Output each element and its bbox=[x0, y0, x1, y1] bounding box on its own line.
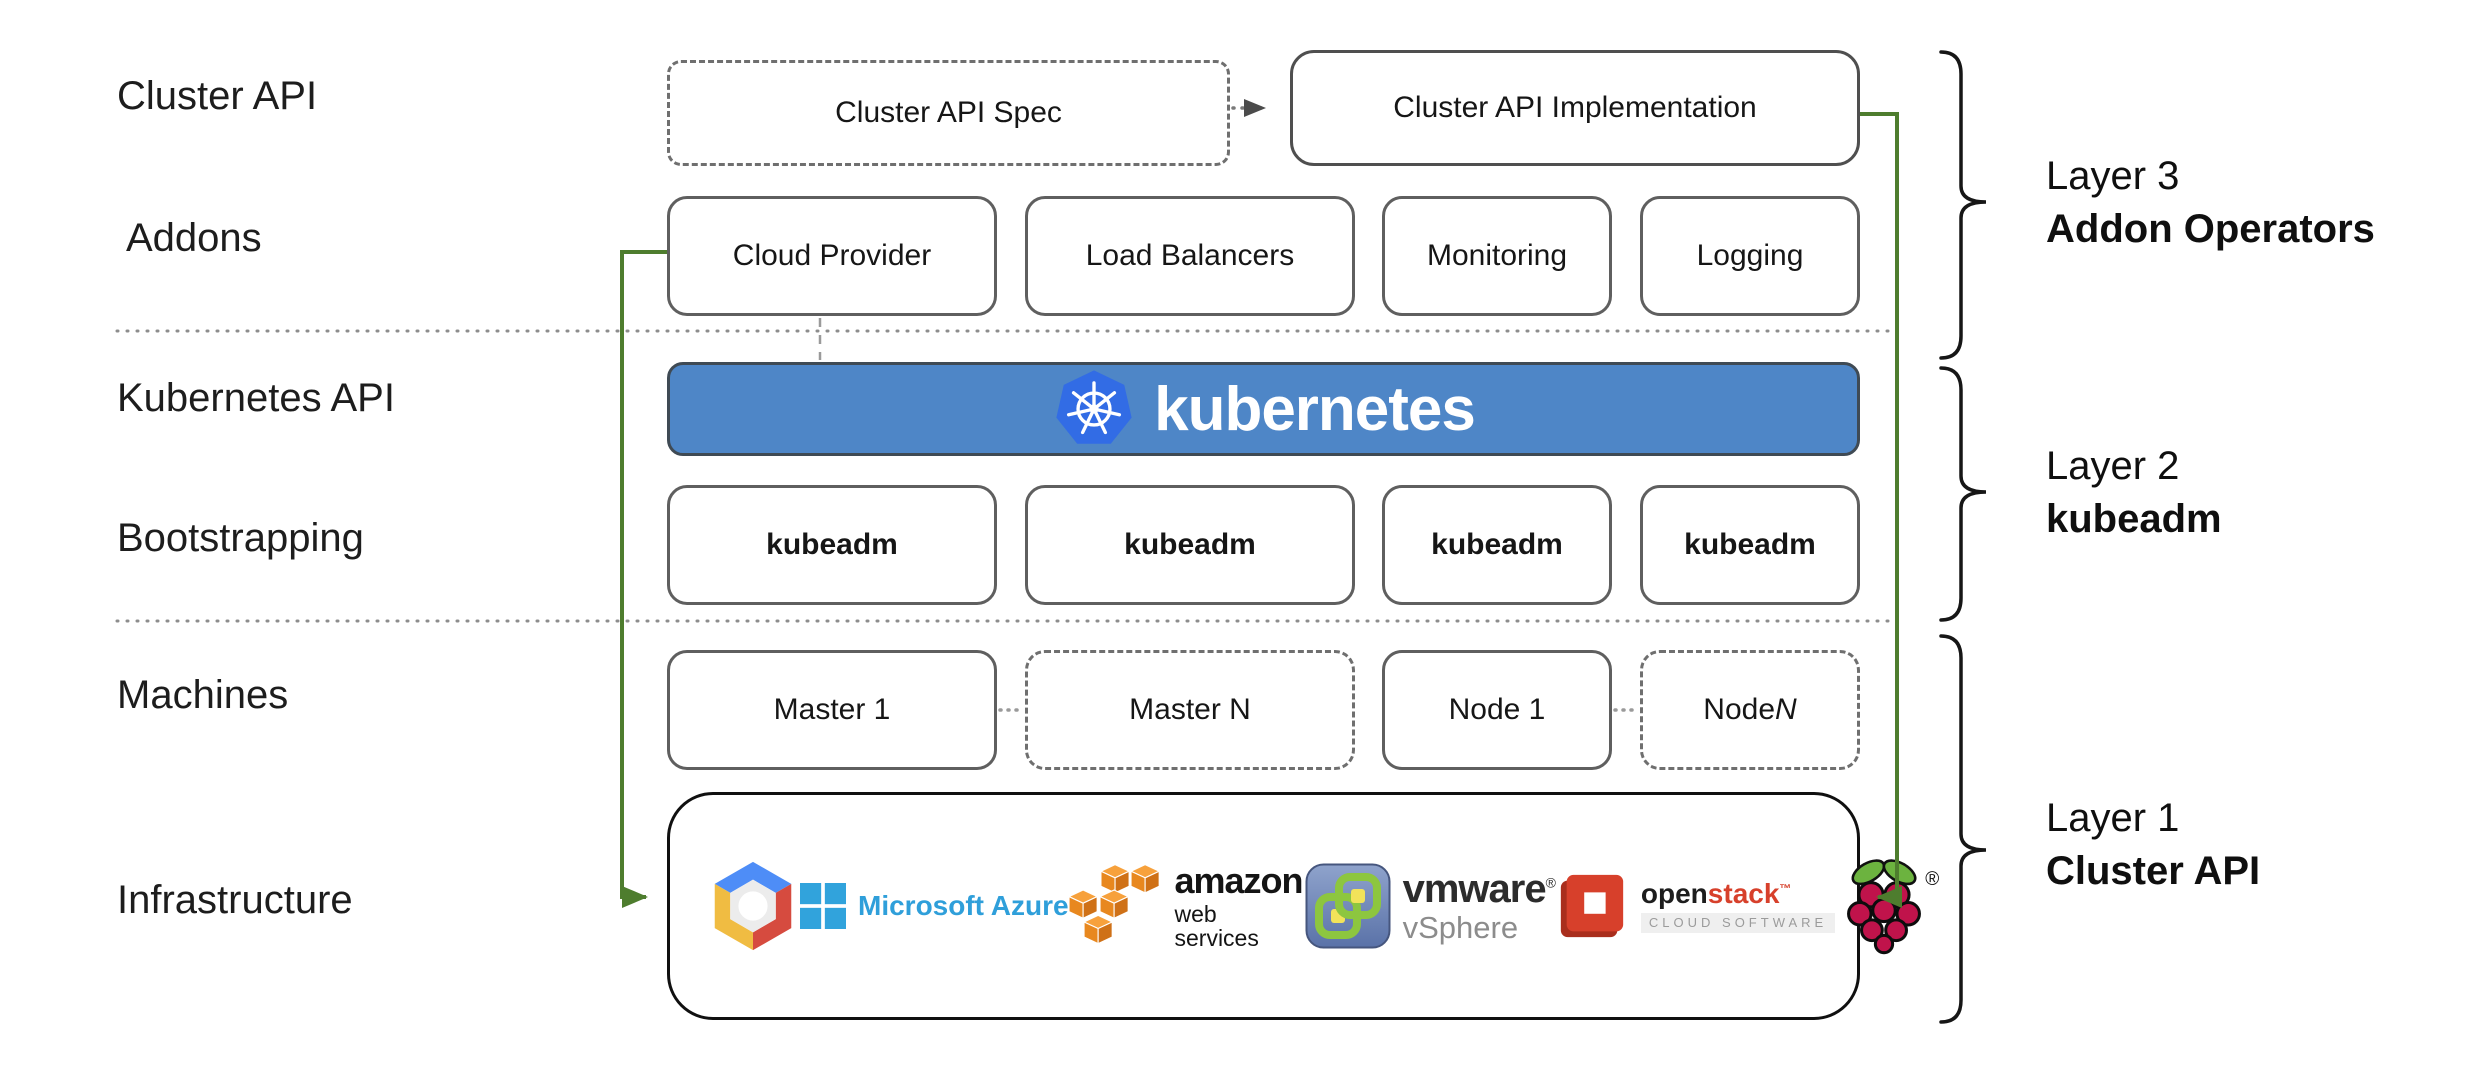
microsoft-azure-logo: Microsoft Azure bbox=[800, 883, 1069, 929]
machine-label: Node bbox=[1703, 693, 1776, 726]
cluster-api-spec-box: Cluster API Spec bbox=[667, 60, 1230, 166]
row-label-infrastructure: Infrastructure bbox=[117, 878, 353, 922]
infrastructure-logos: Microsoft Azure bbox=[670, 795, 1939, 1017]
layer-2-brace bbox=[1939, 366, 1987, 622]
raspberry-pi-icon bbox=[1847, 859, 1922, 955]
addon-box-cloud-provider: Cloud Provider bbox=[667, 196, 997, 316]
kubeadm-box-1: kubeadm bbox=[667, 485, 997, 605]
azure-label: Microsoft Azure bbox=[858, 890, 1069, 921]
aws-logo: amazon web services bbox=[1068, 859, 1305, 951]
infrastructure-box: Microsoft Azure bbox=[667, 792, 1939, 1020]
machine-box-master-n: Master N bbox=[1025, 650, 1355, 770]
layer-2-label: Layer 2 kubeadm bbox=[2046, 444, 2222, 541]
addon-box-logging: Logging bbox=[1640, 196, 1860, 316]
aws-web-services-label: web services bbox=[1174, 900, 1259, 951]
machine-box-node-n: Node N bbox=[1640, 650, 1860, 770]
row-label-cluster-api: Cluster API bbox=[117, 74, 318, 118]
addon-box-load-balancers: Load Balancers bbox=[1025, 196, 1355, 316]
aws-amazon-label: amazon bbox=[1174, 859, 1304, 901]
kubernetes-banner: kubernetes bbox=[667, 362, 1860, 456]
machine-label: Node 1 bbox=[1448, 693, 1546, 726]
openstack-trademark: ™ bbox=[1779, 882, 1792, 897]
kubeadm-box-2: kubeadm bbox=[1025, 485, 1355, 605]
layer-3-label: Layer 3 Addon Operators bbox=[2046, 154, 2375, 251]
google-cloud-logo bbox=[706, 859, 800, 953]
google-cloud-hexagon-icon bbox=[714, 861, 792, 951]
kubernetes-banner-label: kubernetes bbox=[1154, 374, 1476, 444]
azure-window-icon bbox=[800, 883, 846, 929]
machine-box-node-1: Node 1 bbox=[1382, 650, 1612, 770]
machine-box-master-1: Master 1 bbox=[667, 650, 997, 770]
openstack-logo: openstack™ CLOUD SOFTWARE bbox=[1555, 868, 1836, 944]
machine-label: Master N bbox=[1129, 693, 1251, 726]
layer-1-brace bbox=[1939, 634, 1987, 1024]
cloud-provider-to-infrastructure-arrow bbox=[620, 250, 667, 908]
layer-1-label: Layer 1 Cluster API bbox=[2046, 796, 2261, 893]
openstack-block-icon bbox=[1560, 874, 1624, 938]
vsphere-label: vSphere bbox=[1402, 909, 1519, 945]
aws-cubes-icon bbox=[1068, 864, 1160, 945]
row-label-bootstrapping: Bootstrapping bbox=[117, 516, 364, 560]
row-label-addons: Addons bbox=[126, 216, 262, 260]
kubeadm-box-3: kubeadm bbox=[1382, 485, 1612, 605]
vmware-label: vmware® bbox=[1402, 866, 1556, 911]
raspberry-pi-logo: ® bbox=[1835, 855, 1939, 957]
vsphere-icon bbox=[1305, 863, 1391, 949]
addon-box-monitoring: Monitoring bbox=[1382, 196, 1612, 316]
openstack-label: openstack™ bbox=[1640, 878, 1792, 910]
kubernetes-logo-icon bbox=[1056, 370, 1132, 444]
layer-3-brace bbox=[1939, 50, 1987, 360]
kubeadm-box-4: kubeadm bbox=[1640, 485, 1860, 605]
row-label-machines: Machines bbox=[117, 673, 289, 717]
machine-label: Master 1 bbox=[773, 693, 891, 726]
raspberry-pi-registered-mark: ® bbox=[1925, 869, 1940, 890]
vmware-vsphere-logo: vmware® vSphere bbox=[1305, 863, 1556, 949]
implementation-to-infrastructure-arrow bbox=[1860, 112, 1902, 908]
vmware-registered-mark: ® bbox=[1545, 874, 1556, 891]
openstack-cloud-software-label: CLOUD SOFTWARE bbox=[1640, 912, 1836, 933]
row-label-kubernetes-api: Kubernetes API bbox=[117, 376, 395, 420]
cluster-api-implementation-box: Cluster API Implementation bbox=[1290, 50, 1860, 166]
